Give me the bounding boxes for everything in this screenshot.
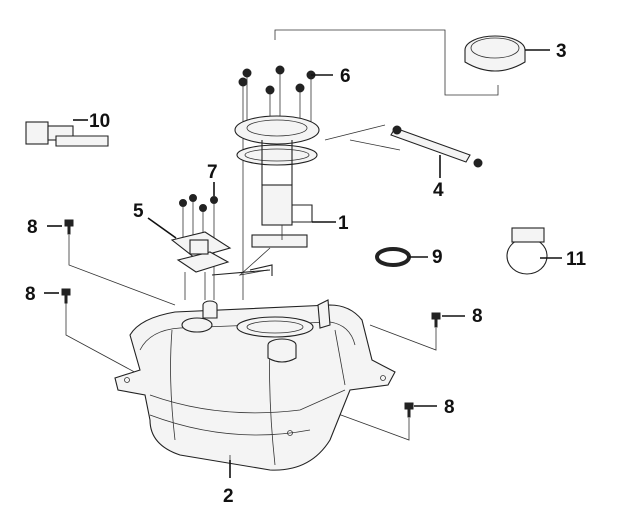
callout-4: 4 (433, 180, 444, 201)
callout-5: 5 (133, 201, 144, 222)
part-5-fuel-level-sender[interactable] (147, 217, 273, 300)
part-1-fuel-pump[interactable] (234, 115, 336, 276)
callout-8a: 8 (27, 217, 38, 238)
callout-8d: 8 (444, 397, 455, 418)
callout-6: 6 (340, 66, 351, 87)
part-11-hose-clamp[interactable] (506, 227, 562, 275)
part-3-cap[interactable] (274, 29, 550, 96)
part-4-fuel-hose[interactable] (324, 124, 483, 178)
part-6-screws[interactable] (238, 65, 333, 300)
callout-10: 10 (89, 111, 110, 132)
callout-2: 2 (223, 486, 234, 507)
callout-1: 1 (338, 213, 349, 234)
callout-3: 3 (556, 41, 567, 62)
callout-8c: 8 (472, 306, 483, 327)
callout-9: 9 (432, 247, 443, 268)
part-2-fuel-tank[interactable] (114, 299, 396, 478)
callout-7: 7 (207, 162, 218, 183)
callout-8b: 8 (25, 284, 36, 305)
part-10-connector[interactable] (25, 119, 109, 147)
part-9-o-ring[interactable] (375, 247, 428, 267)
callout-11: 11 (566, 249, 587, 270)
